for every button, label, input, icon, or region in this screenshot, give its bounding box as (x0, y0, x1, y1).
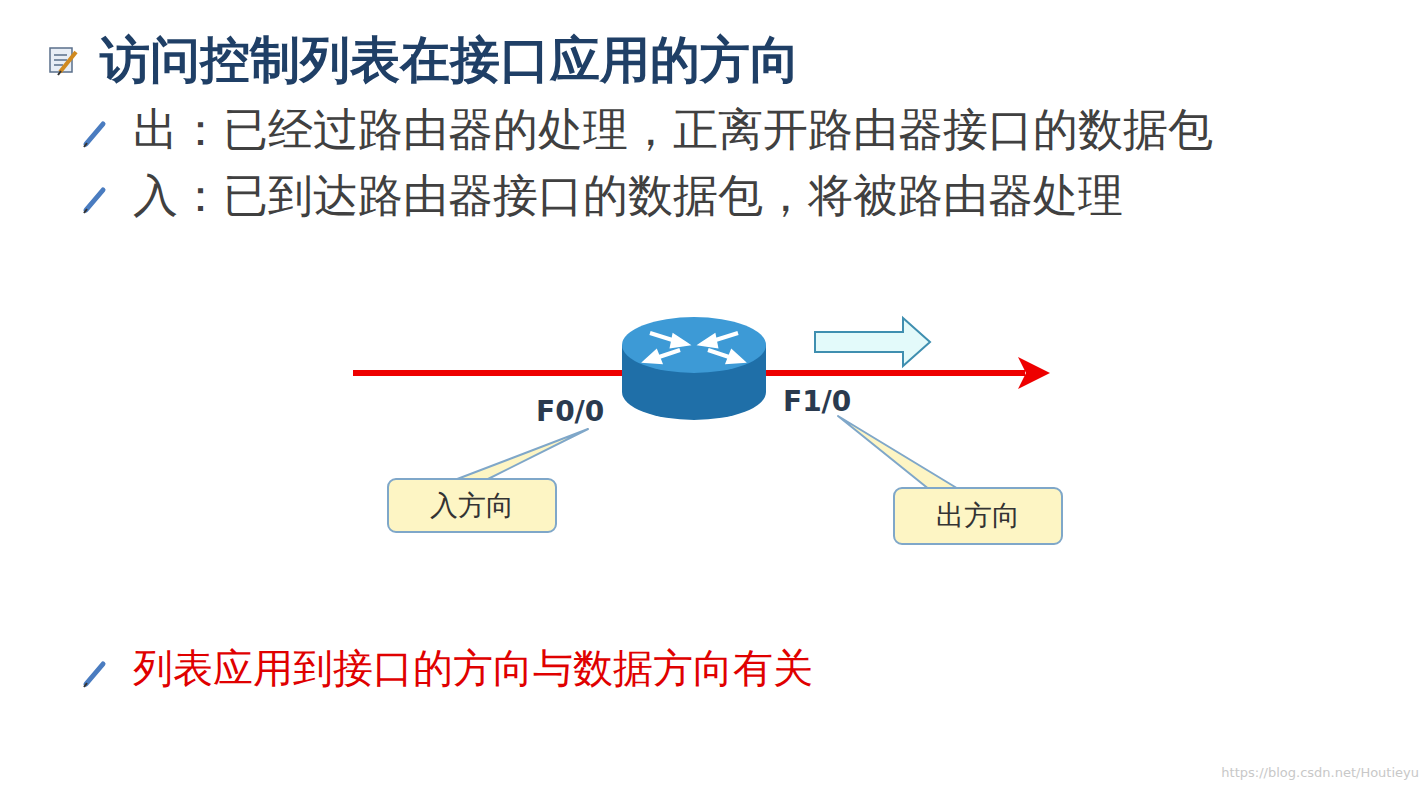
callout-pointer (838, 416, 960, 490)
bullet-text: 入：已到达路由器接口的数据包，将被路由器处理 (133, 170, 1123, 222)
note-text: 列表应用到接口的方向与数据方向有关 (133, 645, 813, 691)
interface-label: F1/0 (783, 386, 851, 418)
watermark: https://blog.csdn.net/Houtieyu (1221, 766, 1419, 781)
data-arrowhead (1018, 357, 1050, 389)
bullet-text: 出：已经过路由器的处理，正离开路由器接口的数据包 (133, 104, 1213, 156)
callout-box: 出方向 (893, 487, 1063, 545)
callout-pointer (452, 429, 588, 481)
callout-box: 入方向 (387, 478, 557, 533)
interface-label: F0/0 (536, 396, 604, 428)
title-icon (50, 48, 76, 75)
direction-arrow (815, 318, 930, 366)
router-icon (622, 317, 766, 420)
pencil-bullet (84, 124, 103, 147)
pencil-bullet (84, 190, 103, 213)
slide-title: 访问控制列表在接口应用的方向 (100, 32, 800, 90)
callout-text: 出方向 (936, 497, 1020, 535)
pencil-bullet (84, 664, 103, 687)
callout-text: 入方向 (430, 487, 514, 525)
